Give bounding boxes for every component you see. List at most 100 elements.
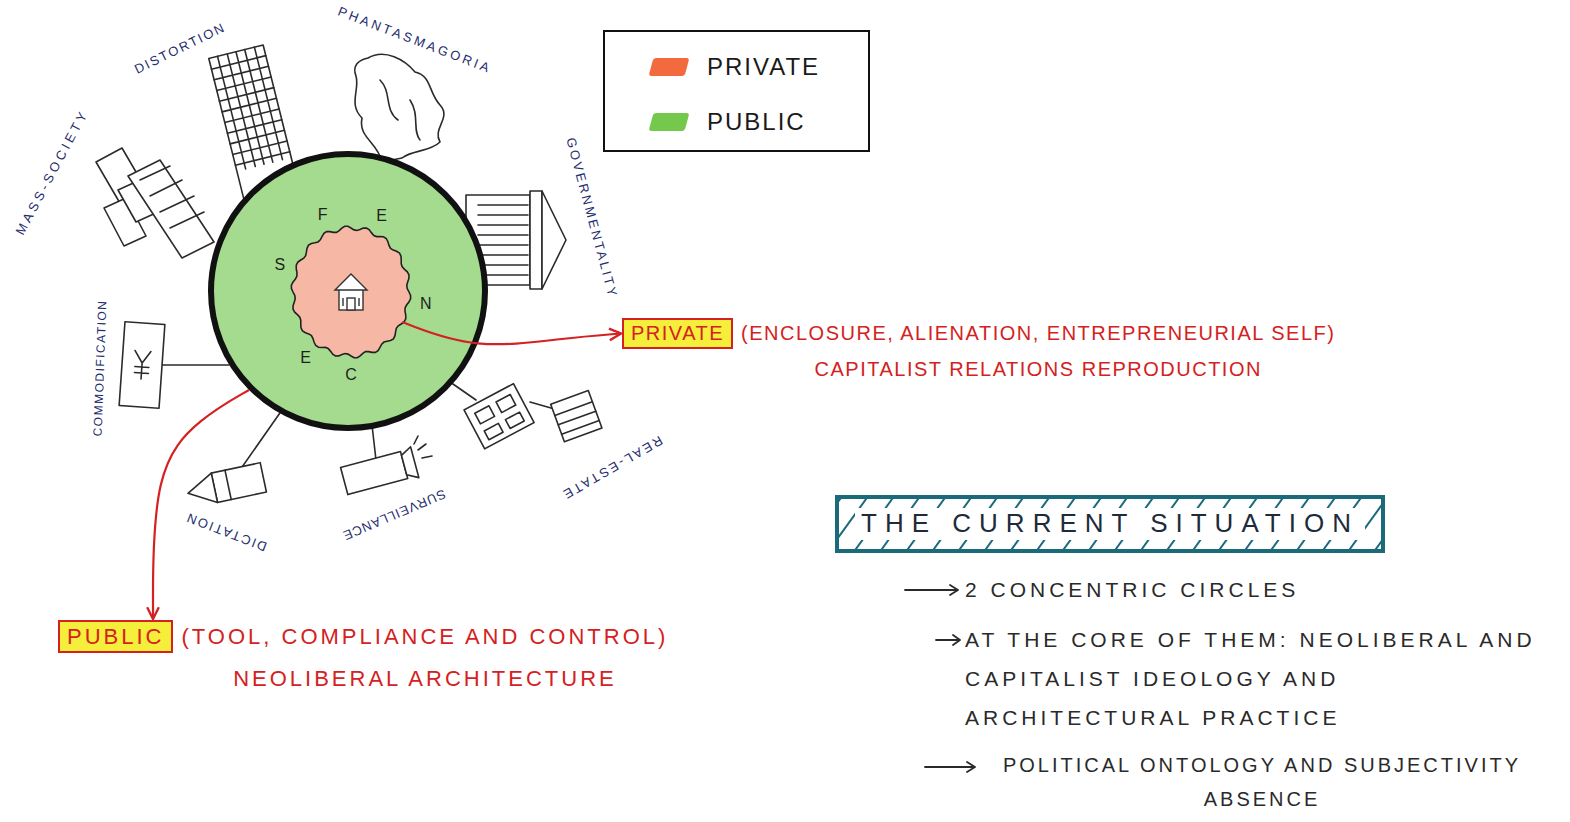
dictation-pencil <box>185 463 267 508</box>
house-icon <box>347 298 355 310</box>
fence-letter: F <box>318 207 328 223</box>
fence-letter: C <box>345 367 357 383</box>
house-icon <box>343 298 359 306</box>
house-icon <box>335 274 367 290</box>
hatch-line <box>1165 495 1207 553</box>
hatch-line <box>957 495 999 553</box>
governmentality-temple <box>530 191 542 289</box>
mass-society-blocks <box>140 166 204 228</box>
dictation-pencil <box>240 410 282 470</box>
legend-text: PRIVATE <box>707 53 820 81</box>
hatch-line <box>1373 495 1385 553</box>
dictation-pencil <box>225 470 231 499</box>
bullet-text: 2 CONCENTRIC CIRCLES <box>965 578 1299 602</box>
hatch-line <box>835 495 869 553</box>
fence-letter: N <box>420 296 432 312</box>
building-label: DICTATION <box>183 510 268 553</box>
real-estate-blocks <box>555 402 599 434</box>
hatch-line <box>1009 495 1051 553</box>
situation-banner: THE CURRENT SITUATION <box>835 495 1385 553</box>
annotation-text: CAPITALIST RELATIONS REPRODUCTION <box>815 358 1262 381</box>
private-circle: FENCES <box>289 224 413 360</box>
buildings <box>96 45 975 772</box>
bullet-arrows <box>936 635 960 645</box>
hatch-line <box>1113 495 1155 553</box>
real-estate-blocks <box>464 384 534 449</box>
real-estate-blocks <box>440 375 602 449</box>
bullet-arrows <box>925 762 975 772</box>
bullet-text: AT THE CORE OF THEM: NEOLIBERAL AND CAPI… <box>965 620 1540 737</box>
annotation-text: NEOLIBERAL ARCHITECTURE <box>233 666 617 691</box>
governmentality-temple <box>542 191 566 289</box>
hatch-line <box>1139 495 1181 553</box>
legend-box: PRIVATE PUBLIC <box>603 30 870 152</box>
dictation-pencil <box>185 410 282 508</box>
phantasmagoria-figure <box>355 54 444 162</box>
hatch-line <box>1191 495 1233 553</box>
hatch-line <box>853 495 895 553</box>
dictation-pencil <box>211 463 266 503</box>
phantasmagoria-figure <box>355 54 444 162</box>
legend-row: PUBLIC <box>651 107 806 137</box>
hatch-line <box>1295 495 1337 553</box>
public-tag: PUBLIC <box>58 620 173 653</box>
commodification-sign <box>162 364 229 366</box>
fence-letter: S <box>274 257 285 273</box>
real-estate-blocks <box>475 394 524 439</box>
hatch-line <box>1217 495 1259 553</box>
real-estate-blocks <box>551 390 602 441</box>
red-arrow <box>153 390 249 619</box>
annotation-text: (TOOL, COMPLIANCE AND CONTROL) <box>181 624 668 649</box>
annotation-text: (ENCLOSURE, ALIENATION, ENTREPRENEURIAL … <box>741 322 1335 345</box>
house-icon <box>339 288 363 310</box>
hatch-line <box>983 495 1025 553</box>
surveillance-camera <box>341 451 408 494</box>
hatch-line <box>879 495 921 553</box>
real-estate-blocks <box>551 390 602 441</box>
mass-society-blocks <box>128 160 214 258</box>
hatch-line <box>905 495 947 553</box>
commodification-sign <box>133 350 151 379</box>
banner-title: THE CURRENT SITUATION <box>855 508 1365 540</box>
bullet-text: POLITICAL ONTOLOGY AND SUBJECTIVITY ABSE… <box>982 748 1542 816</box>
building-label: GOVERNMENTALITY <box>564 136 619 300</box>
fence-letter: E <box>300 350 311 366</box>
bullet-arrows <box>905 585 958 595</box>
real-estate-blocks <box>464 384 534 449</box>
private-tag: PRIVATE <box>622 318 733 349</box>
legend-row: PRIVATE <box>651 52 820 82</box>
hatch-line <box>1243 495 1285 553</box>
house-icon <box>335 274 367 310</box>
fence-letter: E <box>376 208 387 224</box>
hatch-line <box>1061 495 1103 553</box>
legend-swatch <box>649 58 690 76</box>
hatch-line <box>1035 495 1077 553</box>
mass-society-blocks <box>96 148 214 258</box>
surveillance-camera <box>414 436 432 458</box>
hatch-line <box>1269 495 1311 553</box>
public-fill <box>211 154 485 428</box>
building-label: SURVEILLANCE <box>340 487 447 542</box>
public-circle: F E N C E S <box>208 151 488 431</box>
tag-text: PUBLIC <box>67 624 164 649</box>
commodification-sign <box>119 322 229 409</box>
circle-outline <box>208 151 488 431</box>
building-label: REAL-ESTATE <box>559 434 665 502</box>
bullet-arrows <box>905 585 975 772</box>
commodification-sign <box>119 322 165 409</box>
distortion-tower <box>209 45 291 171</box>
legend-text: PUBLIC <box>707 108 806 136</box>
legend-swatch <box>649 113 690 131</box>
surveillance-camera <box>400 447 419 481</box>
hatch-line <box>1321 495 1363 553</box>
surveillance-camera <box>340 425 432 497</box>
hatch-line <box>1087 495 1129 553</box>
tag-text: PRIVATE <box>631 322 724 345</box>
governmentality-temple <box>478 205 528 275</box>
commodification-sign <box>119 322 165 409</box>
building-label: COMMODIFICATION <box>92 299 109 436</box>
phantasmagoria-figure <box>380 80 420 140</box>
surveillance-camera <box>340 447 419 497</box>
private-fill <box>291 226 410 358</box>
